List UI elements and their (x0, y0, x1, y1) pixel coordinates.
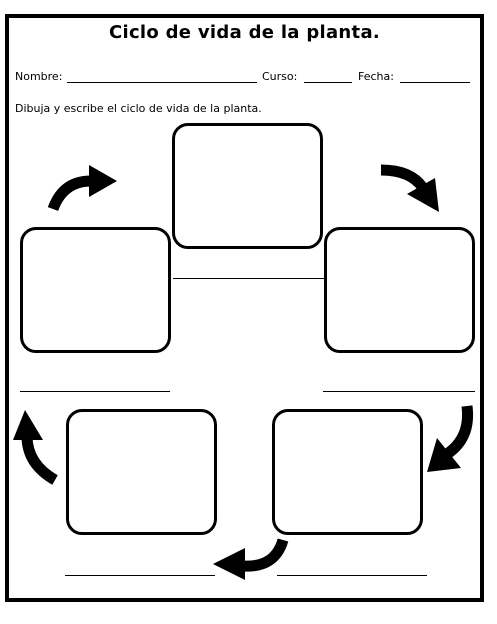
writing-line-bottom-left[interactable] (65, 575, 215, 576)
stage-box-bottom-right[interactable] (272, 409, 423, 535)
worksheet-title: Ciclo de vida de la planta. (108, 22, 381, 43)
stage-box-top[interactable] (172, 123, 323, 249)
writing-line-right[interactable] (323, 391, 475, 392)
stage-box-left[interactable] (20, 227, 171, 353)
curved-arrow-icon (13, 410, 58, 485)
curved-arrow-icon (47, 165, 117, 212)
instruction-text: Dibuja y escribe el ciclo de vida de la … (15, 102, 262, 115)
name-field[interactable] (67, 82, 257, 83)
course-label: Curso: (262, 70, 298, 83)
curved-arrow-icon (427, 405, 474, 472)
date-label: Fecha: (358, 70, 394, 83)
curved-arrow-icon (380, 164, 439, 212)
curved-arrow-icon (213, 538, 289, 580)
date-field[interactable] (400, 82, 470, 83)
writing-line-bottom-right[interactable] (277, 575, 427, 576)
stage-box-right[interactable] (324, 227, 475, 353)
course-field[interactable] (304, 82, 352, 83)
name-label: Nombre: (15, 70, 63, 83)
stage-box-bottom-left[interactable] (66, 409, 217, 535)
worksheet-frame: Ciclo de vida de la planta. Nombre: Curs… (5, 14, 484, 602)
writing-line-left[interactable] (20, 391, 170, 392)
writing-line-top[interactable] (173, 278, 324, 279)
